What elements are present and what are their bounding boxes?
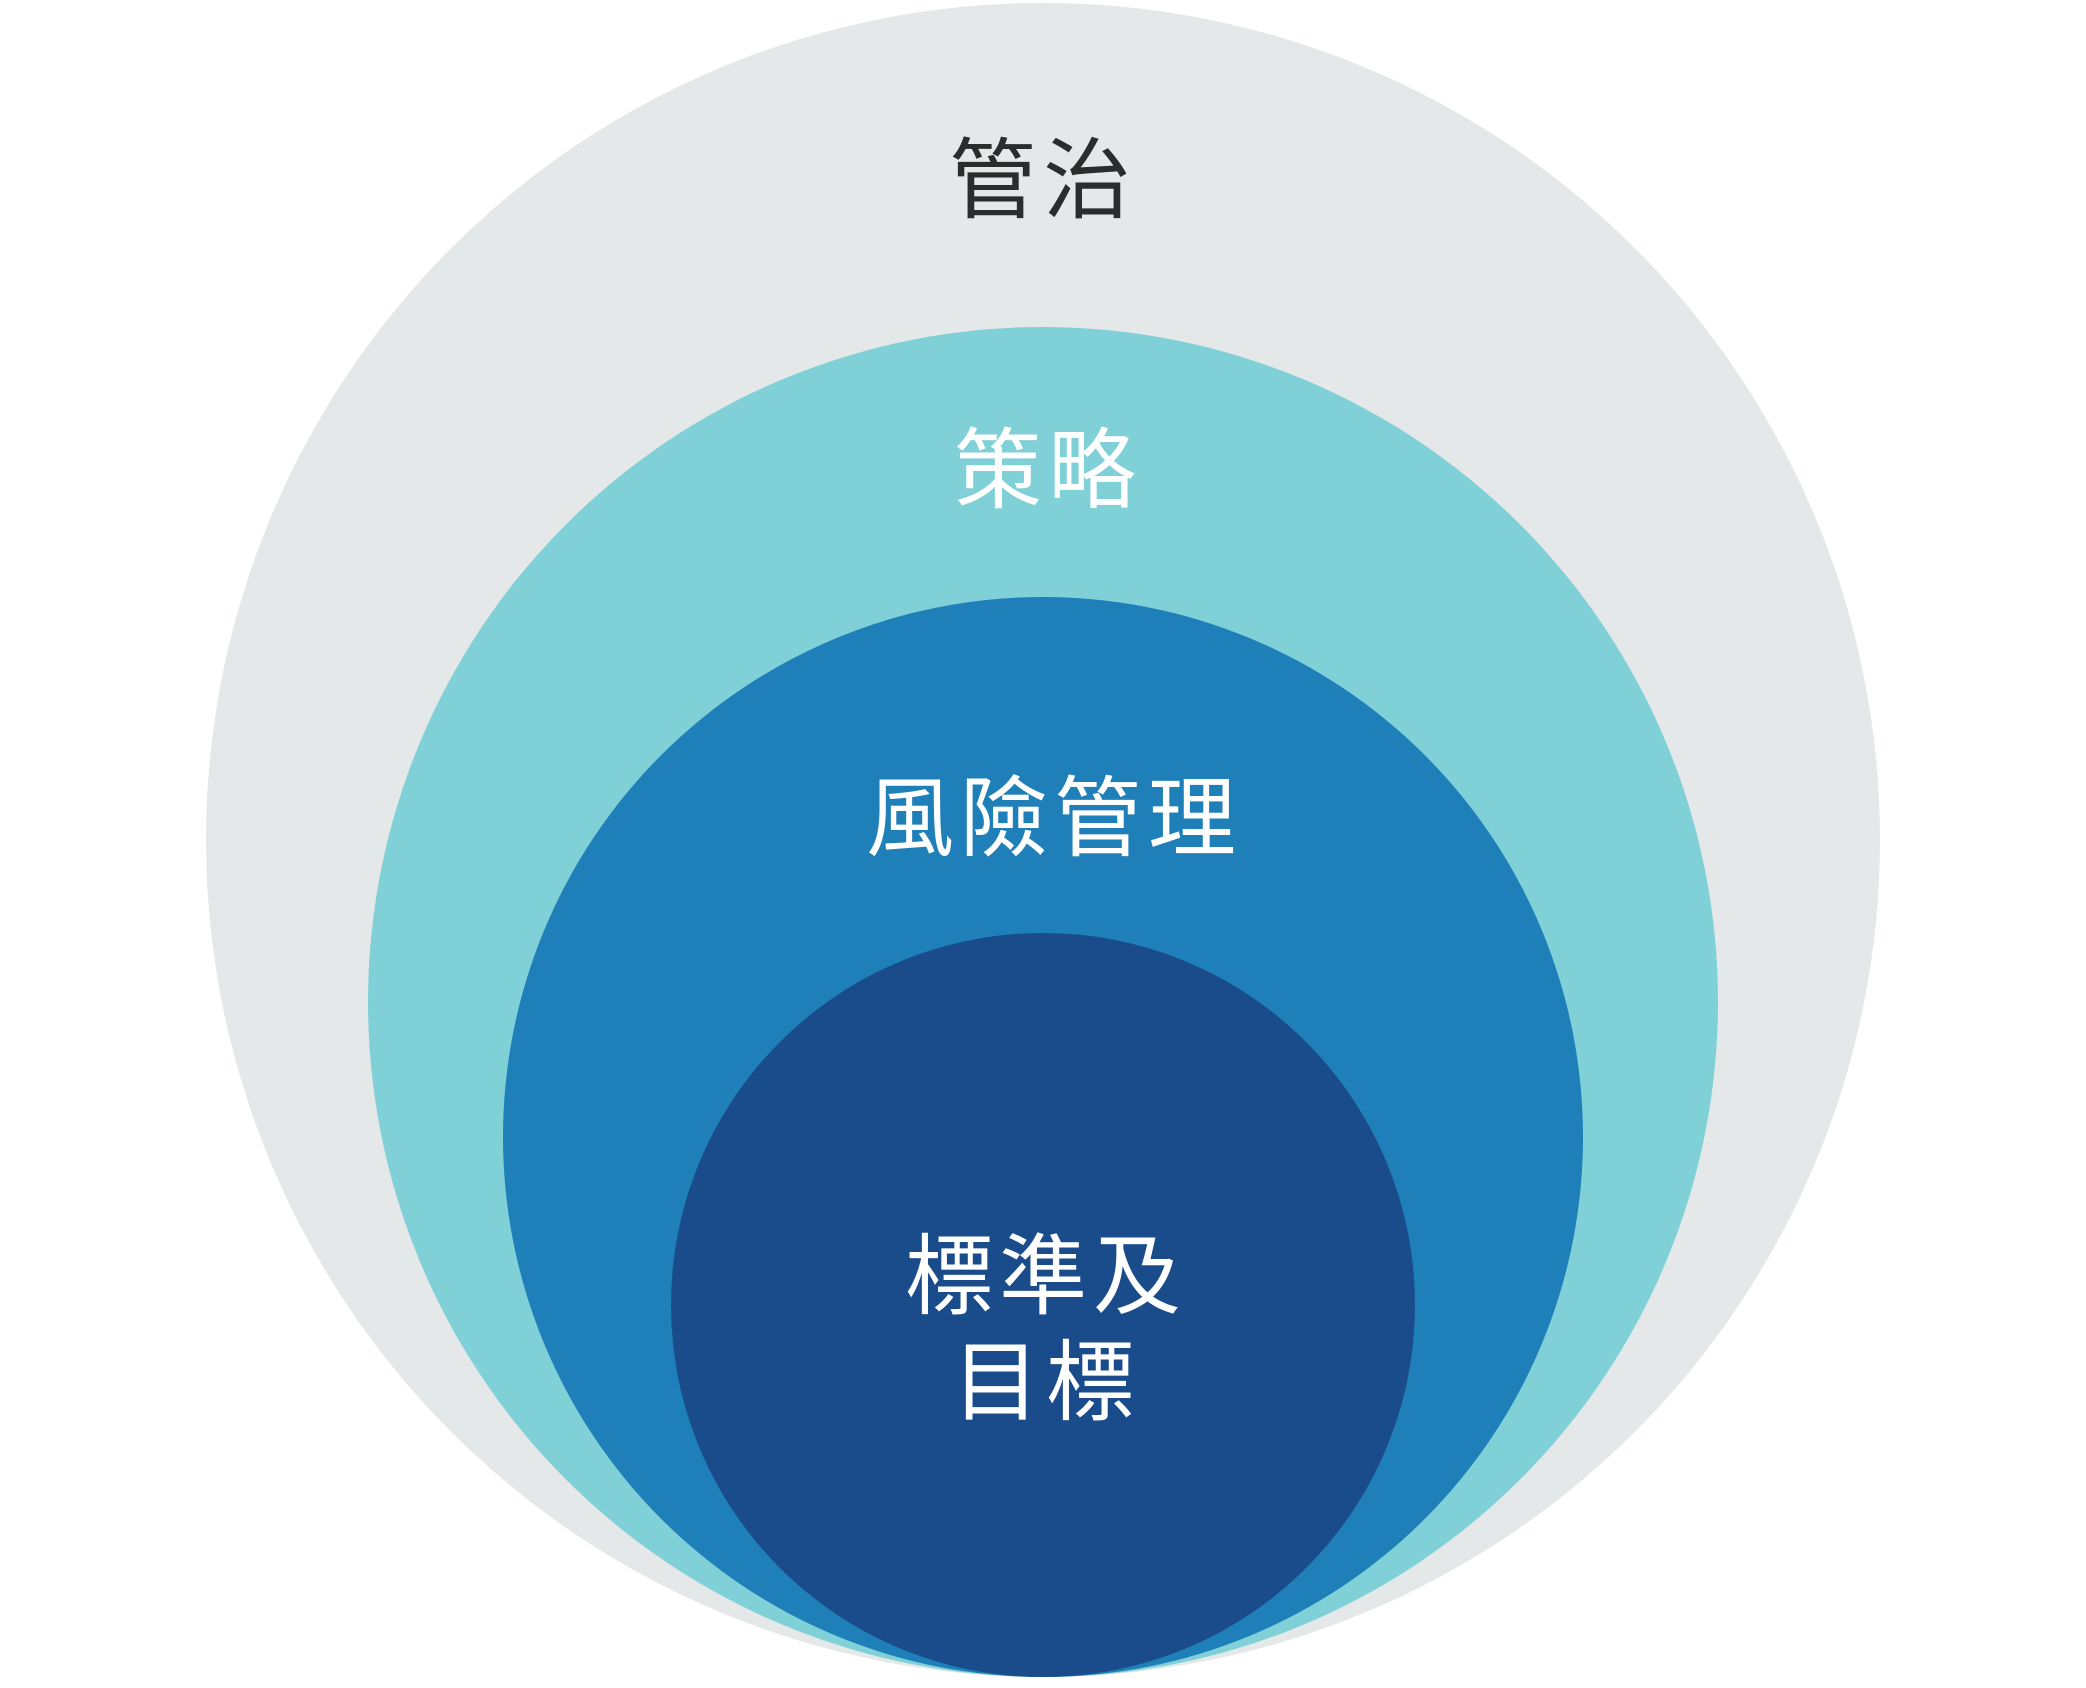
standards-targets-label-line2: 目標 bbox=[951, 1330, 1141, 1434]
strategy-label: 策略 bbox=[953, 419, 1143, 522]
governance-label: 管治 bbox=[948, 129, 1138, 232]
standards-targets-circle bbox=[671, 933, 1415, 1677]
standards-targets-label: 標準及 目標 bbox=[905, 1224, 1187, 1435]
standards-targets-label-line1: 標準及 bbox=[904, 1225, 1188, 1328]
risk-management-label: 風險管理 bbox=[865, 767, 1243, 870]
